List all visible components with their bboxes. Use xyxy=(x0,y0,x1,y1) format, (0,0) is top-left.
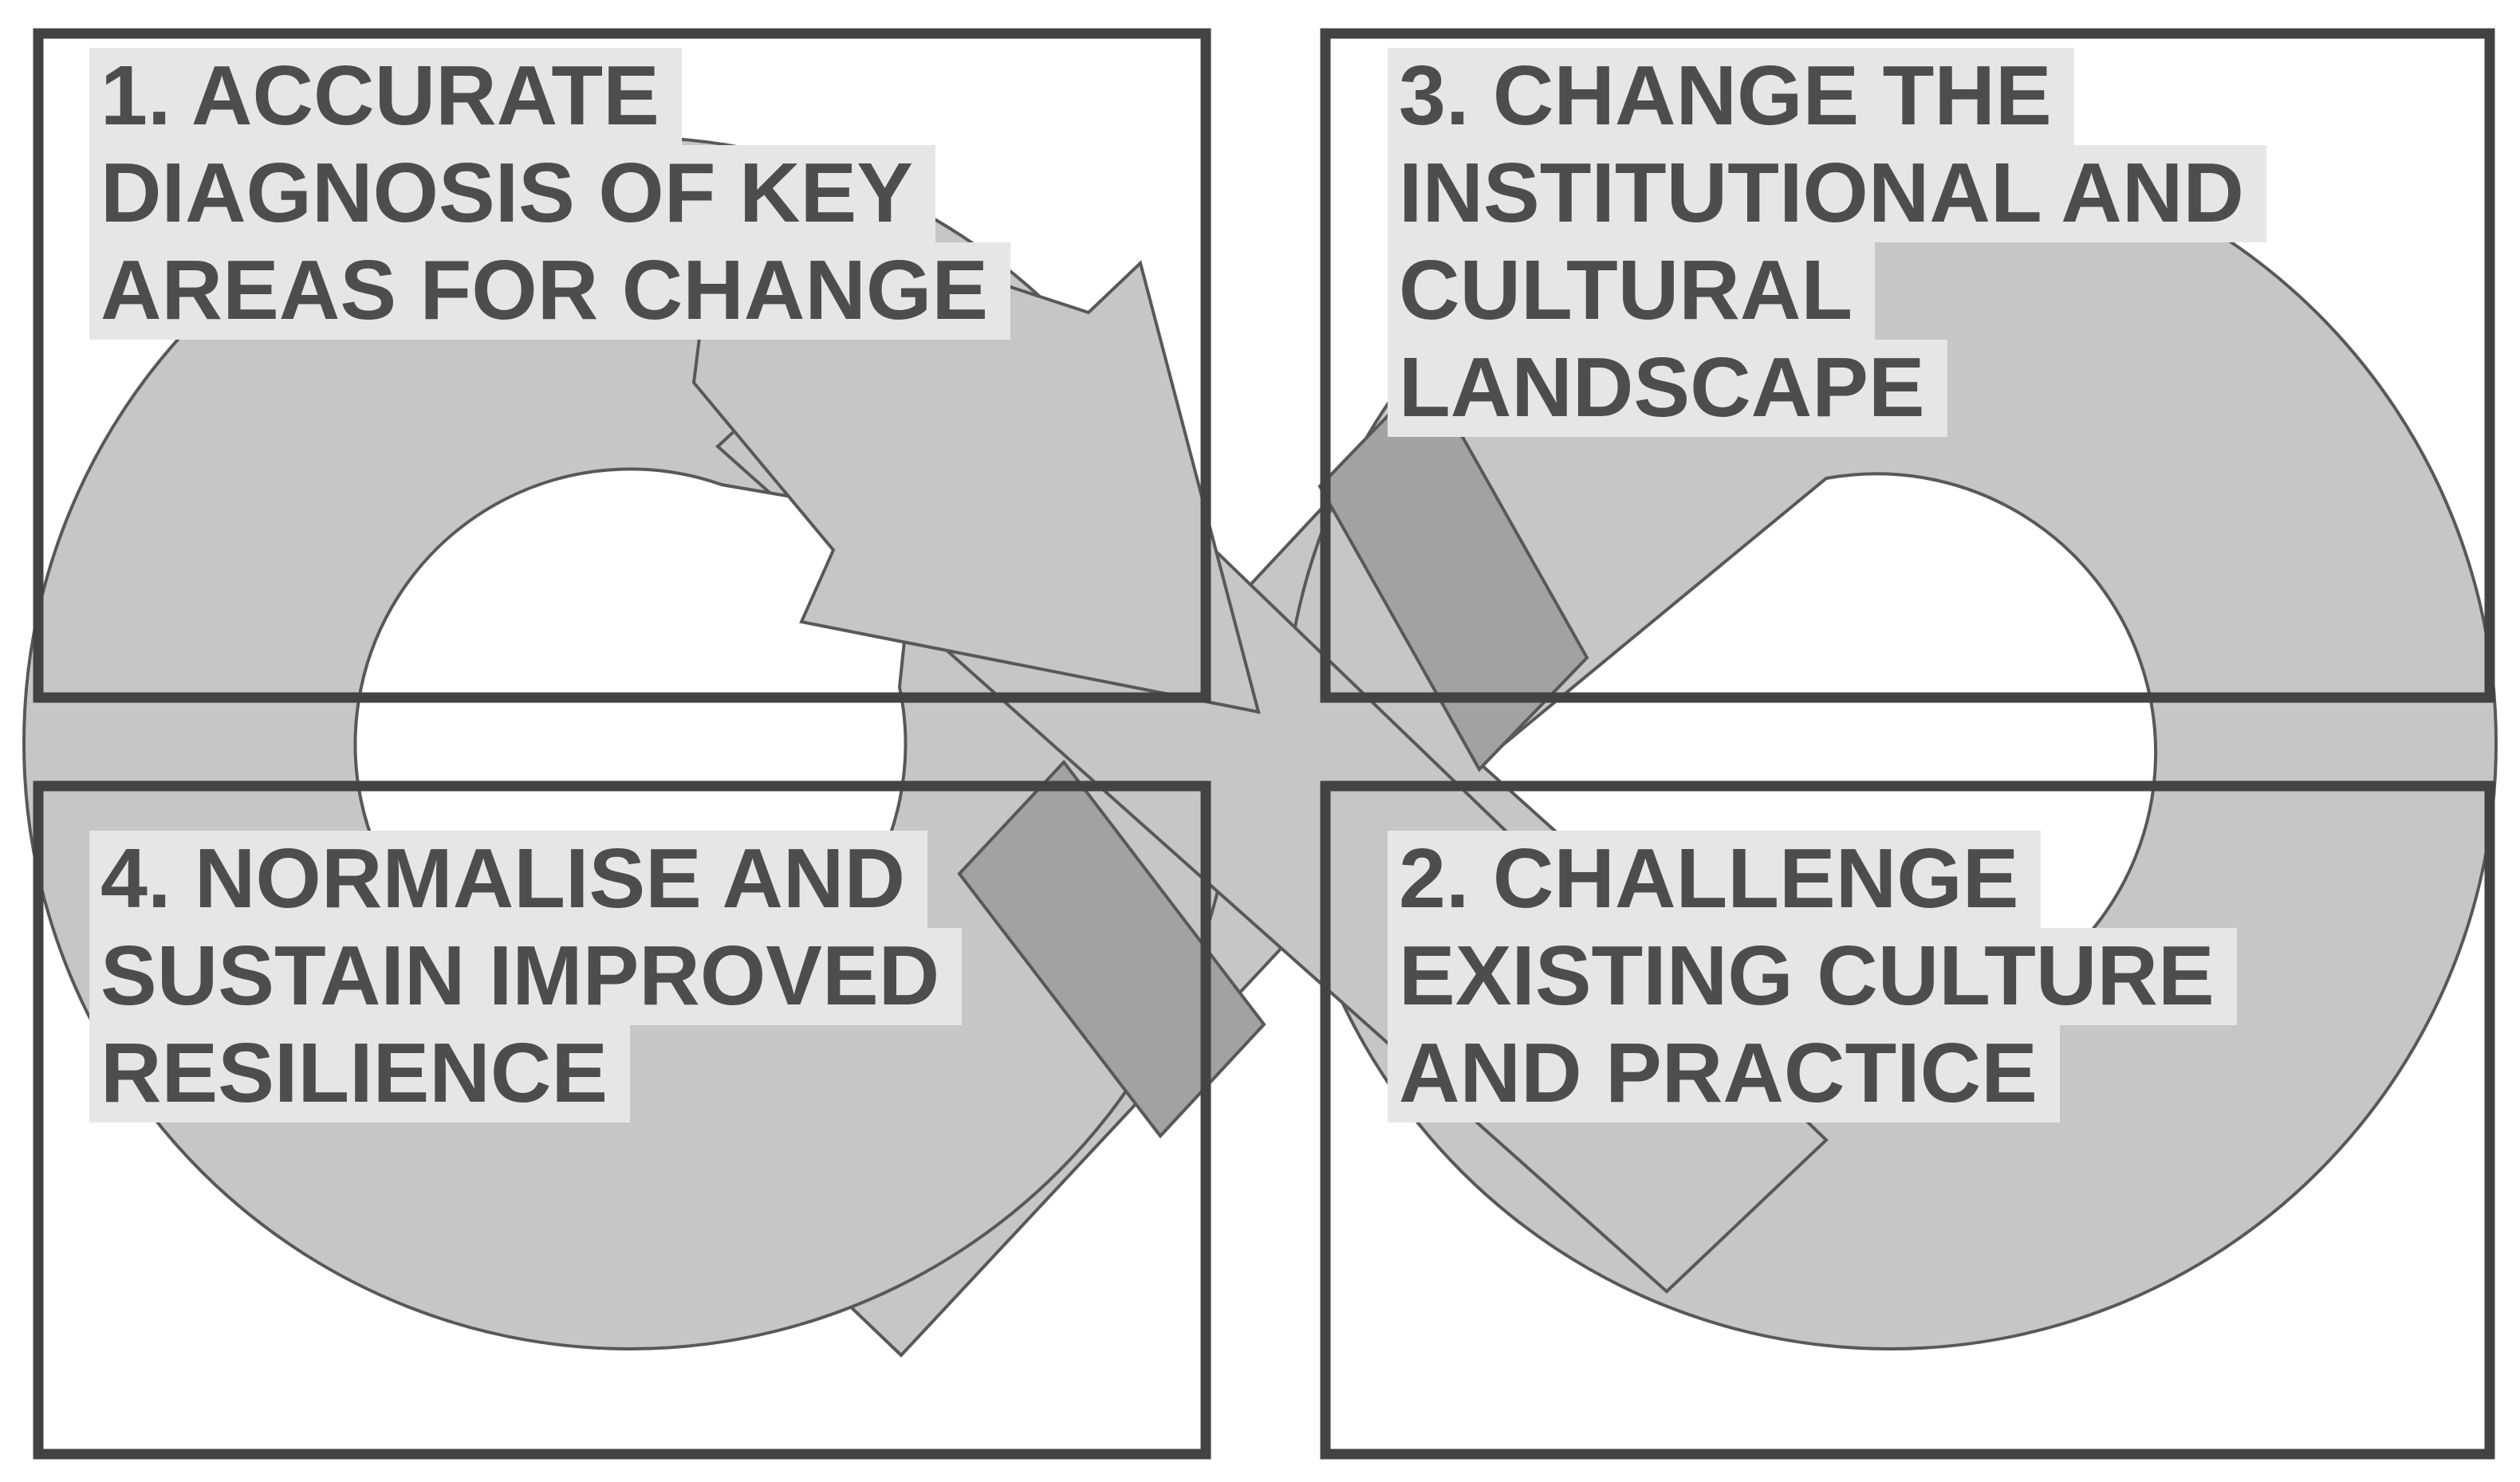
quadrant-2-label-line: AND PRACTICE xyxy=(1388,1025,2060,1122)
quadrant-2-label: 2. CHALLENGE EXISTING CULTURE AND PRACTI… xyxy=(1388,831,2237,1122)
quadrant-1-label-line: DIAGNOSIS OF KEY xyxy=(89,145,935,242)
quadrant-1-label-line: AREAS FOR CHANGE xyxy=(89,242,1011,340)
quadrant-1-label-line: 1. ACCURATE xyxy=(89,48,682,145)
quadrant-4-box xyxy=(33,780,1211,1460)
ribbon-underpass-segment-box3 xyxy=(1317,371,1589,772)
quadrant-3-label-line: LANDSCAPE xyxy=(1388,340,1947,437)
quadrant-3-label-line: CULTURAL xyxy=(1388,242,1876,340)
quadrant-3-box xyxy=(1320,28,2495,703)
quadrant-3-label: 3. CHANGE THE INSTITUTIONAL AND CULTURAL… xyxy=(1388,48,2266,437)
quadrant-1-label: 1. ACCURATE DIAGNOSIS OF KEY AREAS FOR C… xyxy=(89,48,1011,340)
quadrant-4-label-line: RESILIENCE xyxy=(89,1025,631,1122)
quadrant-1-box xyxy=(33,28,1211,703)
quadrant-4-label-line: 4. NORMALISE AND xyxy=(89,831,928,928)
ribbon-underpass-segment-box4 xyxy=(957,759,1266,1139)
quadrant-3-label-line: INSTITUTIONAL AND xyxy=(1388,145,2266,242)
quadrant-4-label-line: SUSTAIN IMPROVED xyxy=(89,928,963,1025)
quadrant-2-label-line: 2. CHALLENGE xyxy=(1388,831,2042,928)
quadrant-4-label: 4. NORMALISE AND SUSTAIN IMPROVED RESILI… xyxy=(89,831,963,1122)
quadrant-2-label-line: EXISTING CULTURE xyxy=(1388,928,2237,1025)
quadrant-3-label-line: 3. CHANGE THE xyxy=(1388,48,2074,145)
quadrant-2-box xyxy=(1320,780,2495,1460)
